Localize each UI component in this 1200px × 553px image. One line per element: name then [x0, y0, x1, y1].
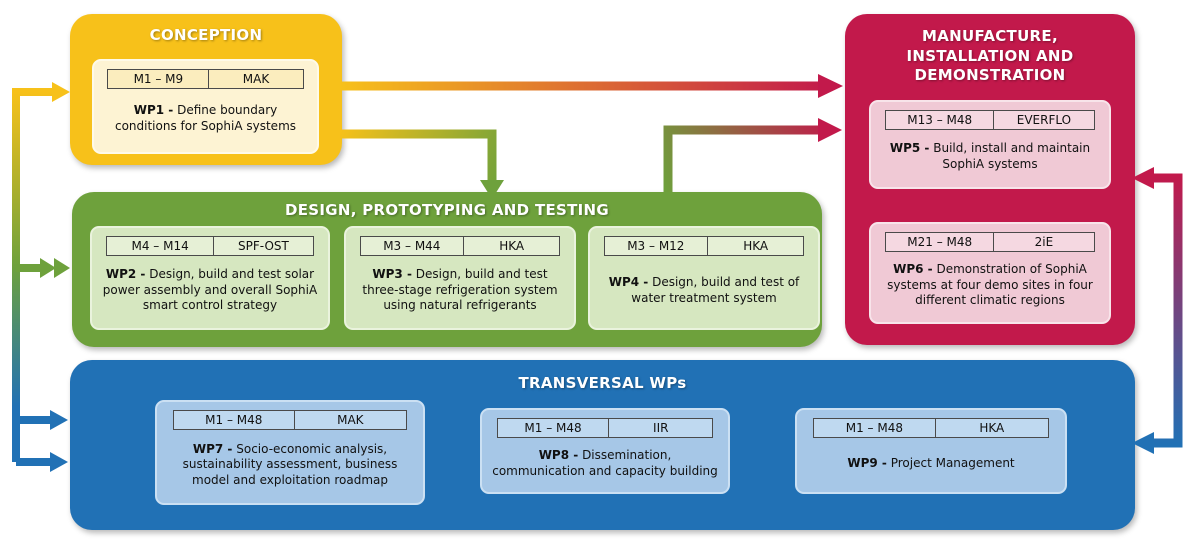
wp5-card: M13 – M48 EVERFLO WP5 - Build, install a… — [869, 100, 1111, 189]
manufacture-transversal-connector — [1132, 167, 1183, 454]
section-transversal: TRANSVERSAL WPs M1 – M48 MAK WP7 - Socio… — [70, 360, 1135, 530]
wp6-header-row: M21 – M48 2iE — [885, 232, 1095, 252]
wp1-card: M1 – M9 MAK WP1 - Define boundary condit… — [92, 59, 319, 154]
left-spine-arrow — [12, 82, 70, 472]
design-to-manufacture-arrow — [663, 118, 842, 192]
design-title: DESIGN, PROTOTYPING AND TESTING — [285, 201, 609, 219]
wp3-lead-partner: HKA — [499, 239, 525, 253]
wp7-card: M1 – M48 MAK WP7 - Socio-economic analys… — [155, 400, 425, 505]
wp7-text: Socio-economic analysis, sustainability … — [182, 441, 398, 487]
wp2-lead-partner: SPF-OST — [238, 239, 289, 253]
wp5-header-row: M13 – M48 EVERFLO — [885, 110, 1095, 130]
wp6-description: WP6 - Demonstration of SophiA systems at… — [871, 252, 1109, 322]
conception-to-manufacture-arrowhead — [818, 74, 843, 98]
wp4-card: M3 – M12 HKA WP4 - Design, build and tes… — [588, 226, 820, 330]
wp1-label: WP1 - — [133, 103, 174, 118]
spine-to-design-chevron — [40, 258, 56, 278]
wp5-label: WP5 - — [889, 141, 930, 156]
wp7-period: M1 – M48 — [174, 411, 295, 429]
wp1-text: Define boundary conditions for SophiA sy… — [114, 103, 297, 133]
section-design: DESIGN, PROTOTYPING AND TESTING M4 – M14… — [72, 192, 822, 347]
connector-to-transversal-arrowhead — [1132, 432, 1154, 454]
wp1-lead-partner: MAK — [242, 72, 270, 86]
wp6-label: WP6 - — [893, 262, 933, 277]
wp7-lead-partner: MAK — [337, 413, 364, 427]
conception-to-design-arrow — [340, 129, 504, 199]
wp3-label: WP3 - — [372, 267, 412, 282]
wp8-description: WP8 - Dissemination, communication and c… — [482, 438, 728, 492]
wp2-header-row: M4 – M14 SPF-OST — [106, 236, 314, 256]
wp9-description: WP9 - Project Management — [797, 438, 1065, 492]
wp6-period: M21 – M48 — [886, 233, 995, 251]
wp8-card: M1 – M48 IIR WP8 - Dissemination, commun… — [480, 408, 730, 494]
wp9-label: WP9 - — [847, 455, 887, 470]
wp7-label: WP7 - — [192, 441, 233, 456]
wp8-text: Dissemination, communication and capacit… — [492, 447, 718, 478]
wp8-lead-partner: IIR — [653, 421, 669, 435]
wp3-card: M3 – M44 HKA WP3 - Design, build and tes… — [344, 226, 576, 330]
spine-to-conception-arrowhead — [52, 82, 70, 102]
spine-to-design-arrowhead — [54, 258, 70, 278]
spine-to-transversal-arrowhead-2 — [50, 452, 68, 472]
wp2-text: Design, build and test solar power assem… — [102, 267, 318, 313]
wp3-period: M3 – M44 — [361, 237, 464, 255]
wp6-card: M21 – M48 2iE WP6 - Demonstration of Sop… — [869, 222, 1111, 324]
wp2-label: WP2 - — [105, 267, 146, 282]
wp2-description: WP2 - Design, build and test solar power… — [92, 256, 328, 328]
wp5-period: M13 – M48 — [886, 111, 995, 129]
wp1-period: M1 – M9 — [108, 70, 210, 88]
wp4-label: WP4 - — [608, 274, 649, 289]
conception-title: CONCEPTION — [149, 26, 263, 44]
wp5-description: WP5 - Build, install and maintain SophiA… — [871, 130, 1109, 187]
wp9-card: M1 – M48 HKA WP9 - Project Management — [795, 408, 1067, 494]
wp5-text: Build, install and maintain SophiA syste… — [933, 141, 1091, 171]
wp6-lead-partner: 2iE — [1034, 235, 1054, 249]
wp7-header-row: M1 – M48 MAK — [172, 410, 408, 430]
section-conception: CONCEPTION M1 – M9 MAK WP1 - Define boun… — [70, 14, 342, 165]
wp9-lead-partner: HKA — [979, 421, 1005, 435]
wp9-header-row: M1 – M48 HKA — [813, 418, 1049, 438]
wp4-header-row: M3 – M12 HKA — [603, 236, 805, 256]
wp8-header-row: M1 – M48 IIR — [496, 418, 714, 438]
wp2-card: M4 – M14 SPF-OST WP2 - Design, build and… — [90, 226, 330, 330]
connector-to-manufacture-arrowhead — [1132, 167, 1154, 189]
wp4-description: WP4 - Design, build and test of water tr… — [590, 256, 818, 328]
conception-to-manufacture-arrow — [340, 74, 843, 98]
design-to-manufacture-arrowhead — [818, 118, 842, 142]
wp9-period: M1 – M48 — [814, 419, 936, 437]
wp3-text: Design, build and test three-stage refri… — [362, 267, 558, 313]
wp8-period: M1 – M48 — [498, 419, 610, 437]
wp4-text: Design, build and test of water treatmen… — [631, 274, 800, 305]
transversal-title: TRANSVERSAL WPs — [518, 374, 687, 392]
wp9-text: Project Management — [890, 455, 1015, 470]
wp4-period: M3 – M12 — [605, 237, 708, 255]
wp1-header-row: M1 – M9 MAK — [107, 69, 304, 89]
wp7-description: WP7 - Socio-economic analysis, sustainab… — [157, 430, 423, 503]
wp8-label: WP8 - — [538, 447, 579, 462]
wp2-period: M4 – M14 — [107, 237, 215, 255]
wp6-text: Demonstration of SophiA systems at four … — [887, 262, 1093, 308]
section-manufacture: MANUFACTURE, INSTALLATION AND DEMONSTRAT… — [845, 14, 1135, 345]
wp4-lead-partner: HKA — [743, 239, 769, 253]
wp3-description: WP3 - Design, build and test three-stage… — [346, 256, 574, 328]
wp1-description: WP1 - Define boundary conditions for Sop… — [94, 89, 317, 152]
spine-to-transversal-arrowhead-1 — [50, 410, 68, 430]
manufacture-title: MANUFACTURE, INSTALLATION AND DEMONSTRAT… — [906, 27, 1074, 84]
wp3-header-row: M3 – M44 HKA — [359, 236, 561, 256]
wp5-lead-partner: EVERFLO — [1016, 113, 1072, 127]
